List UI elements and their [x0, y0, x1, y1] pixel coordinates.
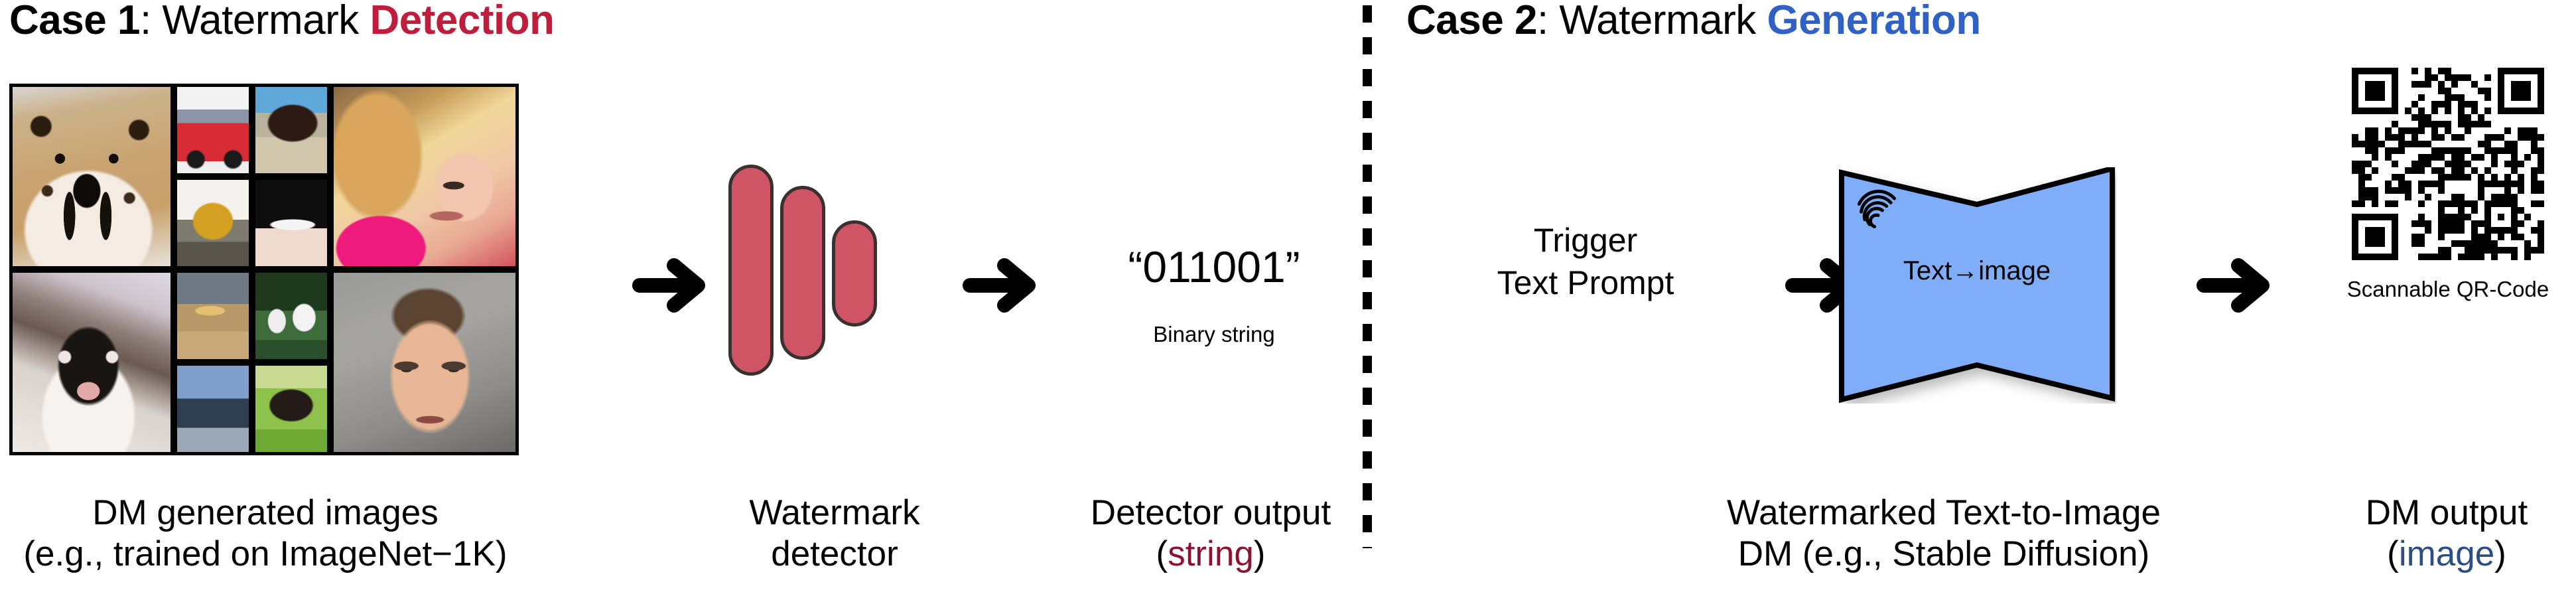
- grid-tile-man-portrait: [330, 269, 519, 455]
- caption-dm-line2: DM (e.g., Stable Diffusion): [1737, 534, 2150, 573]
- dm-output-qr-block: Scannable QR-Code: [2315, 68, 2576, 304]
- dm-text-to-image-label: Text→image: [1903, 256, 2051, 285]
- dm-bowtie-shape: [1839, 167, 2115, 404]
- red-car-thumbnail: [177, 87, 249, 173]
- caption-output-line2: (string): [1061, 534, 1360, 575]
- caption-dm-line1: Watermarked Text-to-Image: [1727, 493, 2161, 532]
- qr-code-caption: Scannable QR-Code: [2346, 277, 2549, 301]
- grid-quad-col3-top: [252, 84, 330, 269]
- grid-quad-col2-top: [174, 84, 252, 269]
- case1-title-prefix: Case 1: [9, 0, 140, 43]
- grid-tile-cheetah: [9, 84, 174, 269]
- caption-qr-line2: (image): [2307, 534, 2576, 575]
- grid-tile-frog: [174, 177, 252, 269]
- case-divider: [1363, 5, 1372, 548]
- output-paren-close: ): [1253, 534, 1266, 573]
- detector-output-block: “011001” Binary string: [1075, 240, 1353, 349]
- caption-output-line1: Detector output: [1090, 493, 1331, 532]
- caption-detector-line1: Watermark: [749, 493, 920, 532]
- binary-string-value: “011001”: [1128, 242, 1300, 291]
- arrow-grid-to-detector-icon: [632, 258, 705, 313]
- girl-portrait-thumbnail: [334, 87, 515, 266]
- caption-dm-generated-images: DM generated images (e.g., trained on Im…: [0, 492, 531, 575]
- blue-car-thumbnail: [177, 366, 249, 452]
- brown-horse-thumbnail: [255, 87, 327, 173]
- case1-title-accent: Detection: [370, 0, 555, 43]
- case1-title-middle: : Watermark: [139, 0, 370, 43]
- white-horses-thumbnail: [255, 273, 327, 359]
- grid-quad-col2-bottom: [174, 269, 252, 455]
- watermark-detector-graphic: [728, 165, 927, 384]
- caption-detector-line2: detector: [771, 534, 898, 573]
- cheetah-thumbnail: [13, 87, 170, 266]
- case2-title-prefix: Case 2: [1406, 0, 1537, 43]
- caption-detector-output: Detector output (string): [1061, 492, 1360, 575]
- caption-qr-line1: DM output: [2365, 493, 2528, 532]
- case2-title-accent: Generation: [1767, 0, 1981, 43]
- detector-layer-2: [780, 186, 825, 360]
- caption-watermark-detector: Watermark detector: [709, 492, 961, 575]
- grid-tile-girl-portrait: [330, 84, 519, 269]
- arrow-detector-to-output-icon: [963, 258, 1036, 313]
- watermarked-text-to-image-dm: Text→image: [1838, 167, 2116, 404]
- case1-title: Case 1: Watermark Detection: [9, 0, 555, 44]
- trigger-line-1: Trigger: [1533, 222, 1638, 259]
- qr-paren-open: (: [2387, 534, 2399, 573]
- detector-layer-3: [832, 220, 877, 327]
- qr-accent-image: image: [2398, 534, 2495, 573]
- black-horse-thumbnail: [255, 366, 327, 452]
- man-portrait-thumbnail: [334, 273, 515, 452]
- caption-watermarked-dm: Watermarked Text-to-Image DM (e.g., Stab…: [1579, 492, 2309, 575]
- binary-string-caption: Binary string: [1153, 322, 1275, 346]
- arrow-dm-to-qr-icon: [2197, 258, 2270, 313]
- grid-tile-blue-car: [174, 362, 252, 455]
- grid-tile-cat: [9, 269, 174, 455]
- grid-tile-white-horses: [252, 269, 330, 362]
- yellow-airplane-thumbnail: [177, 273, 249, 359]
- caption-images-line2: (e.g., trained on ImageNet−1K): [23, 534, 508, 573]
- grid-tile-brown-horse: [252, 84, 330, 177]
- grid-tile-yellow-airplane: [174, 269, 252, 362]
- qr-paren-close: ): [2494, 534, 2506, 573]
- detector-layer-1: [728, 165, 774, 376]
- white-airplane-thumbnail: [255, 180, 327, 266]
- case2-title: Case 2: Watermark Generation: [1406, 0, 1981, 44]
- fingerprint-icon: [1857, 189, 1896, 228]
- caption-dm-output: DM output (image): [2307, 492, 2576, 575]
- caption-images-line1: DM generated images: [92, 493, 439, 532]
- qr-code-image: [2352, 68, 2544, 260]
- grid-tile-red-car: [174, 84, 252, 177]
- dm-generated-image-grid: [9, 84, 519, 455]
- output-accent-string: string: [1168, 534, 1254, 573]
- output-paren-open: (: [1156, 534, 1168, 573]
- cat-thumbnail: [13, 273, 170, 452]
- grid-tile-white-airplane: [252, 177, 330, 269]
- grid-tile-black-horse: [252, 362, 330, 455]
- case2-title-middle: : Watermark: [1536, 0, 1767, 43]
- frog-thumbnail: [177, 180, 249, 266]
- trigger-text-prompt: Trigger Text Prompt: [1400, 219, 1771, 304]
- grid-quad-col3-bottom: [252, 269, 330, 455]
- trigger-line-2: Text Prompt: [1497, 264, 1674, 301]
